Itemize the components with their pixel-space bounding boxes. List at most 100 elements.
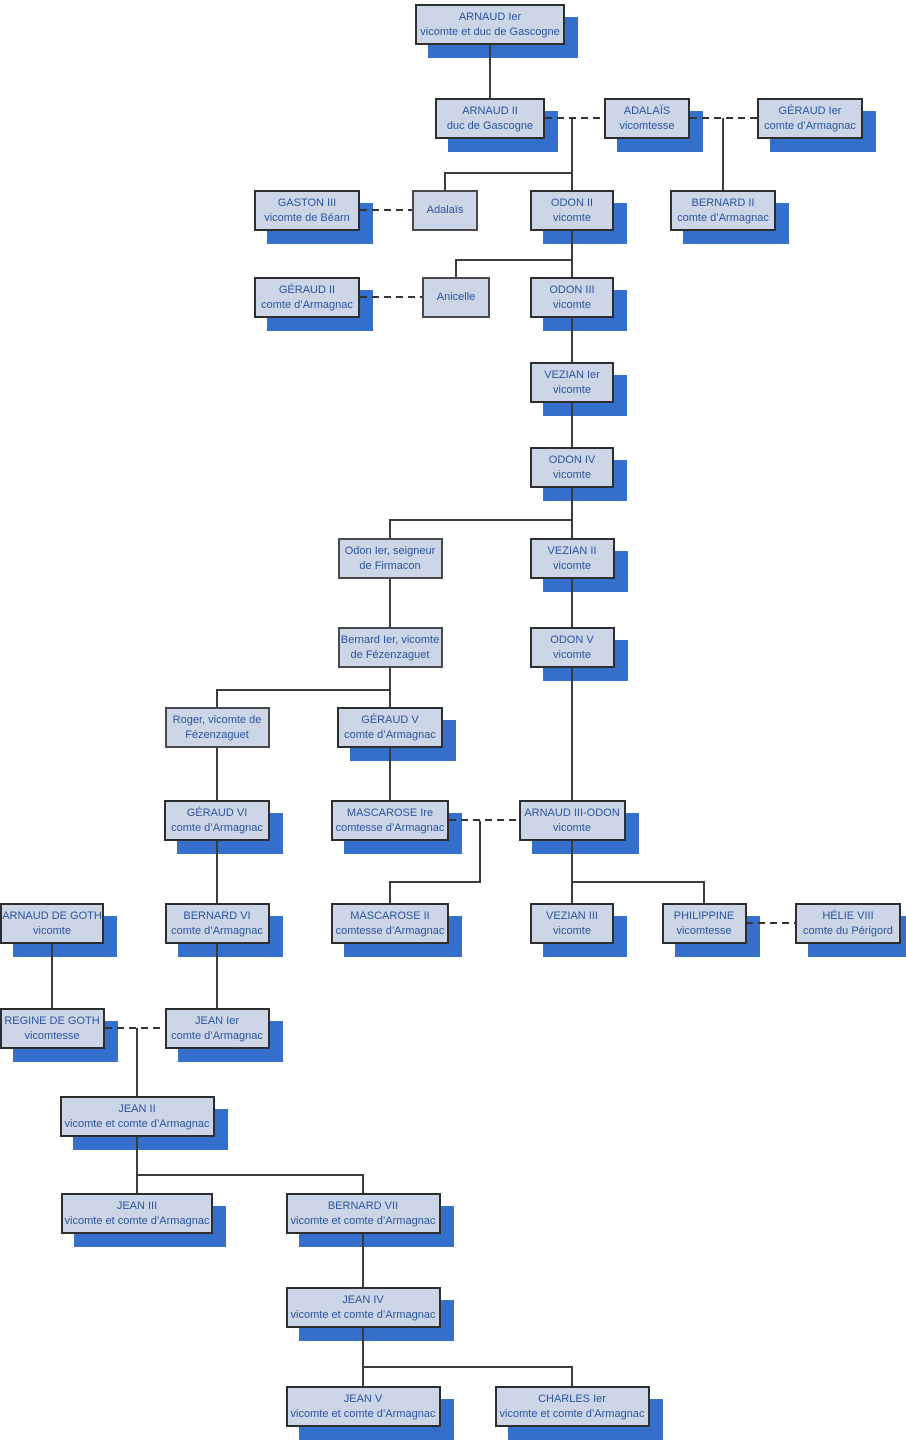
tree-node-jean-5: JEAN V vicomte et comte d’Armagnac bbox=[285, 1386, 441, 1427]
node-name-label: JEAN Ier bbox=[194, 1014, 239, 1027]
tree-node-arnaud-2: ARNAUD II duc de Gascogne bbox=[435, 98, 545, 139]
node-name-label: JEAN IV bbox=[342, 1293, 384, 1306]
node-title-label: vicomte bbox=[553, 211, 591, 224]
node-name-label: GÉRAUD VI bbox=[186, 806, 248, 819]
node-name-label: ODON V bbox=[550, 633, 594, 646]
descent-link-line bbox=[389, 488, 573, 538]
node-title-label: vicomte de Béarn bbox=[264, 211, 350, 224]
descent-link-line bbox=[389, 821, 481, 903]
node-title-label: comte d’Armagnac bbox=[344, 728, 436, 741]
node-name-label: ODON IV bbox=[548, 453, 596, 466]
tree-node-odon-3: ODON III vicomte bbox=[530, 277, 614, 318]
tree-node-jean-4: JEAN IV vicomte et comte d’Armagnac bbox=[285, 1287, 441, 1328]
tree-node-mascarose-2: MASCAROSE II comtesse d’Armagnac bbox=[331, 903, 449, 944]
node-name-label: REGINE DE GOTH bbox=[4, 1014, 100, 1027]
node-name-label: CHARLES Ier bbox=[538, 1392, 606, 1405]
node-title-label: vicomte et comte d’Armagnac bbox=[499, 1407, 645, 1420]
node-name-label: ODON III bbox=[549, 283, 595, 296]
node-name-label: ARNAUD II bbox=[462, 104, 518, 117]
tree-node-vezian-3: VEZIAN III vicomte bbox=[530, 903, 614, 944]
node-name-label: GÉRAUD V bbox=[361, 713, 419, 726]
tree-node-vezian-1er: VEZIAN Ier vicomte bbox=[530, 362, 614, 403]
node-name-label: BERNARD VI bbox=[183, 909, 251, 922]
node-name-label: VEZIAN III bbox=[546, 909, 598, 922]
node-name-label: BERNARD II bbox=[691, 196, 755, 209]
node-title-label: comte d’Armagnac bbox=[764, 119, 856, 132]
node-title-label: comtesse d’Armagnac bbox=[335, 924, 445, 937]
tree-node-adalais-fille: Adalaïs bbox=[412, 190, 478, 231]
tree-node-bernard-2: BERNARD II comte d’Armagnac bbox=[670, 190, 776, 231]
node-title-label: vicomte bbox=[33, 924, 71, 937]
node-title-label: comte du Périgord bbox=[803, 924, 893, 937]
descent-link-line bbox=[136, 1137, 364, 1193]
tree-node-vezian-2: VEZIAN II vicomte bbox=[529, 538, 615, 579]
descent-link-line bbox=[444, 118, 573, 190]
node-title-label: Fézenzaguet bbox=[185, 728, 249, 741]
tree-node-anicelle: Anicelle bbox=[422, 277, 490, 318]
node-title-label: comte d’Armagnac bbox=[171, 924, 263, 937]
node-title-label: vicomtesse bbox=[676, 924, 732, 937]
tree-node-jean-2: JEAN II vicomte et comte d’Armagnac bbox=[59, 1096, 215, 1137]
node-name-label: HÉLIE VIII bbox=[822, 909, 874, 922]
tree-node-odon-5: ODON V vicomte bbox=[529, 627, 615, 668]
tree-node-odon-1er-firmacon: Odon Ier, seigneur de Firmacon bbox=[337, 538, 443, 579]
node-title-label: comte d’Armagnac bbox=[261, 298, 353, 311]
node-name-label: JEAN V bbox=[343, 1392, 383, 1405]
tree-node-geraud-1er: GÉRAUD Ier comte d’Armagnac bbox=[757, 98, 863, 139]
node-title-label: vicomte bbox=[553, 821, 591, 834]
node-name-label: VEZIAN II bbox=[547, 544, 597, 557]
tree-node-geraud-5: GÉRAUD V comte d’Armagnac bbox=[337, 707, 443, 748]
node-title-label: vicomte et comte d’Armagnac bbox=[64, 1214, 210, 1227]
node-title-label: vicomte bbox=[553, 924, 591, 937]
node-title-label: vicomtesse bbox=[24, 1029, 80, 1042]
node-name-label: ADALAÏS bbox=[623, 104, 671, 117]
node-title-label: vicomte bbox=[553, 648, 591, 661]
node-title-label: comte d’Armagnac bbox=[677, 211, 769, 224]
node-name-label: GÉRAUD II bbox=[278, 283, 336, 296]
node-title-label: vicomte et comte d’Armagnac bbox=[290, 1214, 436, 1227]
node-name-label: Odon Ier, seigneur bbox=[344, 544, 436, 557]
node-name-label: VEZIAN Ier bbox=[544, 368, 600, 381]
node-name-label: Roger, vicomte de bbox=[172, 713, 262, 726]
descent-link-line bbox=[455, 231, 573, 277]
node-name-label: JEAN II bbox=[118, 1102, 156, 1115]
node-name-label: GASTON III bbox=[277, 196, 337, 209]
node-name-label: GÉRAUD Ier bbox=[778, 104, 842, 117]
tree-node-roger-fezensaguet: Roger, vicomte de Fézenzaguet bbox=[164, 707, 270, 748]
node-title-label: vicomte bbox=[553, 298, 591, 311]
node-title-label: duc de Gascogne bbox=[446, 119, 534, 132]
tree-node-geraud-2: GÉRAUD II comte d’Armagnac bbox=[254, 277, 360, 318]
node-name-label: MASCAROSE Ire bbox=[346, 806, 434, 819]
node-name-label: Adalaïs bbox=[426, 204, 464, 216]
node-name-label: Bernard Ier, vicomte bbox=[340, 633, 440, 646]
tree-node-helie-8: HÉLIE VIII comte du Périgord bbox=[795, 903, 901, 944]
tree-node-charles-1er: CHARLES Ier vicomte et comte d’Armagnac bbox=[494, 1386, 650, 1427]
descent-link-line bbox=[571, 841, 705, 903]
node-title-label: vicomte et comte d’Armagnac bbox=[290, 1407, 436, 1420]
node-title-label: vicomte bbox=[553, 383, 591, 396]
tree-node-bernard-6: BERNARD VI comte d’Armagnac bbox=[164, 903, 270, 944]
node-title-label: vicomte et comte d’Armagnac bbox=[290, 1308, 436, 1321]
node-name-label: MASCAROSE II bbox=[350, 909, 430, 922]
node-title-label: de Firmacon bbox=[359, 559, 421, 572]
tree-node-regine-de-goth: REGINE DE GOTH vicomtesse bbox=[0, 1008, 105, 1049]
tree-node-arnaud-de-goth: ARNAUD DE GOTH vicomte bbox=[0, 903, 104, 944]
node-title-label: vicomte bbox=[553, 559, 591, 572]
node-name-label: ARNAUD DE GOTH bbox=[2, 909, 102, 922]
descent-link-line bbox=[362, 1328, 573, 1386]
descent-link-line bbox=[216, 668, 391, 707]
node-name-label: ARNAUD Ier bbox=[458, 10, 522, 23]
tree-node-odon-2: ODON II vicomte bbox=[530, 190, 614, 231]
node-title-label: vicomte et comte d’Armagnac bbox=[64, 1117, 210, 1130]
node-name-label: PHILIPPINE bbox=[673, 909, 735, 922]
node-name-label: ODON II bbox=[550, 196, 594, 209]
